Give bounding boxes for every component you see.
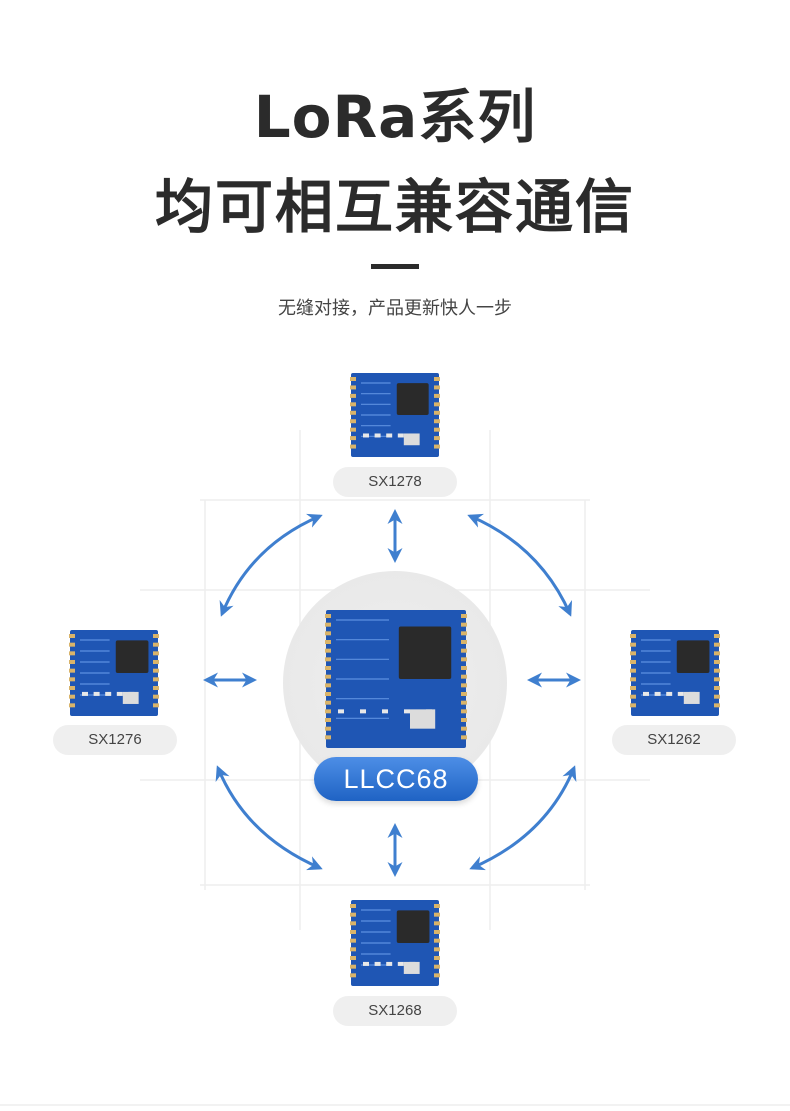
module-board-sx1276 bbox=[69, 630, 159, 716]
module-board-llcc68 bbox=[325, 610, 467, 748]
title-divider bbox=[371, 264, 419, 269]
module-label-sx1278: SX1278 bbox=[333, 467, 457, 497]
title-line-1: LoRa系列 bbox=[253, 83, 537, 151]
arrow-bottom-right bbox=[469, 765, 577, 871]
module-label-sx1276: SX1276 bbox=[53, 725, 177, 755]
module-board-sx1278 bbox=[350, 373, 440, 457]
module-board-sx1268 bbox=[350, 900, 440, 986]
subtitle: 无缝对接，产品更新快人一步 bbox=[278, 298, 512, 319]
module-label-sx1262: SX1262 bbox=[612, 725, 736, 755]
module-board-sx1262 bbox=[630, 630, 720, 716]
arrows bbox=[203, 509, 581, 877]
title-line-2: 均可相互兼容通信 bbox=[154, 173, 635, 241]
arrow-top-right bbox=[467, 513, 573, 617]
module-label-llcc68: LLCC68 bbox=[314, 757, 478, 801]
footer-divider bbox=[0, 1104, 790, 1106]
arrow-bottom-left bbox=[215, 765, 323, 871]
arrow-top-left bbox=[219, 513, 323, 617]
module-label-sx1268: SX1268 bbox=[333, 996, 457, 1026]
